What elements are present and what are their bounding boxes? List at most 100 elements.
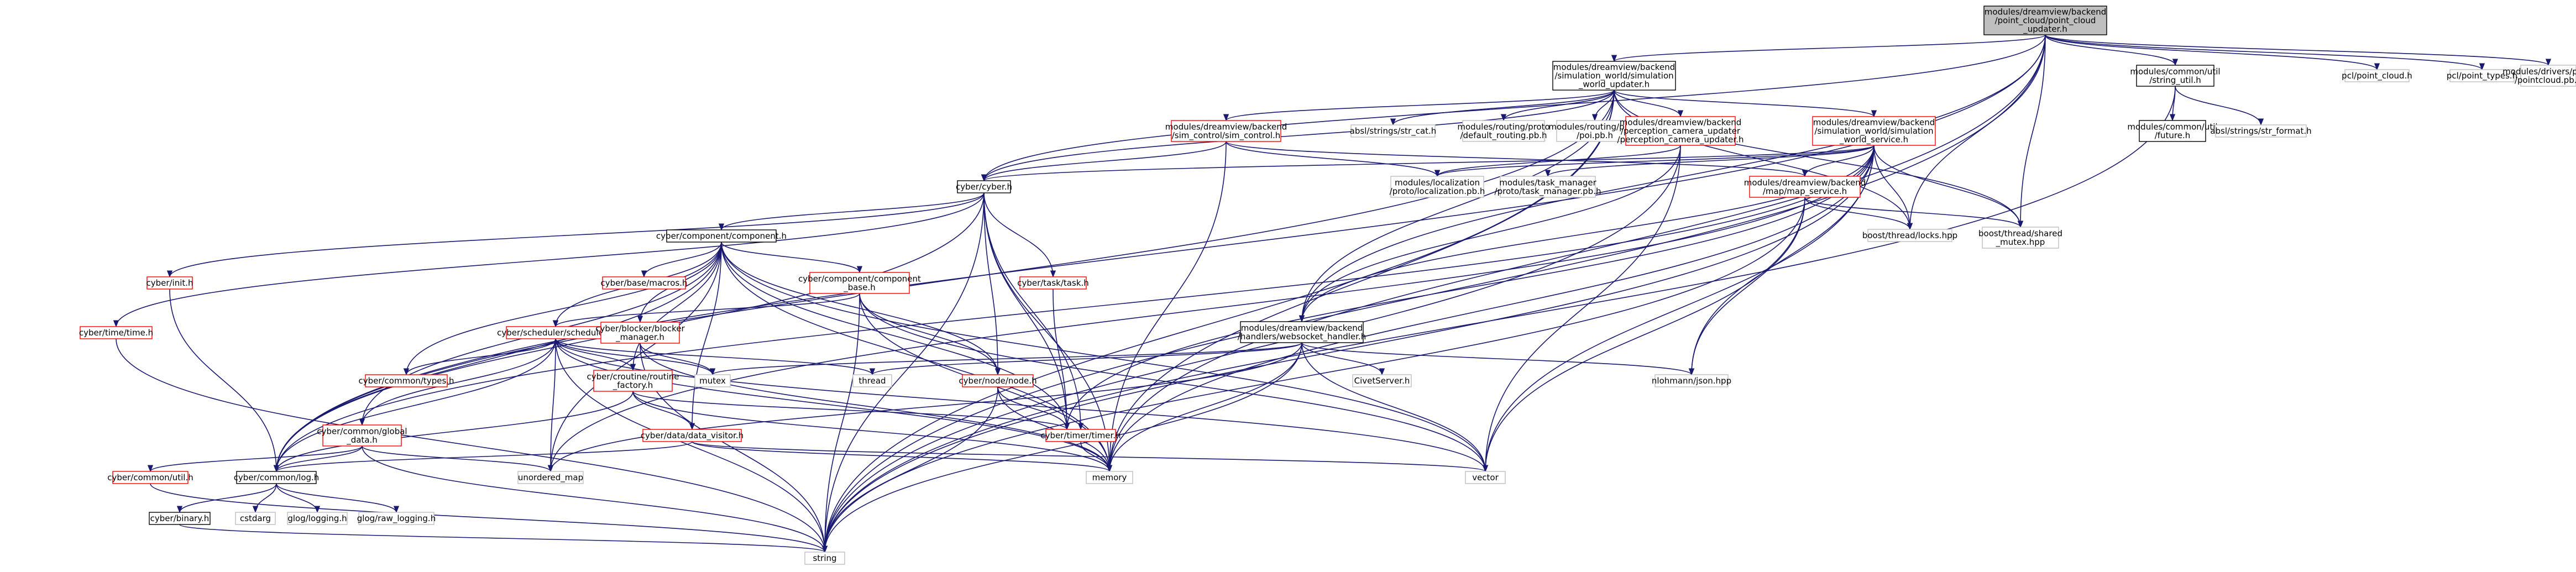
graph-node-string[interactable]: string [804, 552, 845, 565]
include-edge-wsvc-to-locpb [1434, 145, 1875, 177]
graph-node-thread[interactable]: thread [852, 374, 892, 387]
include-edge-wsu-to-wsvc [1614, 90, 1877, 118]
graph-node-routine[interactable]: cyber/croutine/routine_factory.h [587, 370, 679, 392]
include-edge-log-to-cstdarg [252, 483, 277, 513]
include-edge-root-to-locks [1907, 34, 2046, 230]
node-label: pcl/point_cloud.h [2342, 71, 2412, 81]
graph-node-glog[interactable]: glog/logging.h [287, 512, 348, 525]
graph-node-camupd[interactable]: modules/dreamview/backend/perception_cam… [1617, 116, 1744, 146]
node-box [112, 471, 189, 484]
node-box [642, 429, 742, 442]
graph-node-sharedmtx[interactable]: boost/thread/shared_mutex.hpp [1978, 227, 2062, 249]
graph-node-visitor[interactable]: cyber/data/data_visitor.h [641, 429, 744, 442]
node-label: cyber/init.h [146, 278, 193, 288]
graph-node-global[interactable]: cyber/common/global_data.h [317, 424, 407, 447]
node-label: glog/logging.h [287, 513, 347, 523]
node-box [600, 322, 680, 344]
graph-node-blocker[interactable]: cyber/blocker/blocker_manager.h [595, 322, 685, 344]
graph-node-strcat[interactable]: absl/strings/str_cat.h [1350, 124, 1437, 138]
node-label: modules/dreamview/backend [1813, 118, 1935, 128]
graph-node-macros[interactable]: cyber/base/macros.h [600, 276, 688, 290]
graph-node-memory[interactable]: memory [1086, 471, 1133, 484]
graph-node-glograw[interactable]: glog/raw_logging.h [357, 512, 436, 525]
node-label: cyber/node/node.h [959, 376, 1036, 386]
graph-node-strutil[interactable]: modules/common/util/string_util.h [2130, 65, 2221, 87]
include-edge-strutil-to-strformat [2175, 86, 2264, 126]
include-edge-wshandler-to-civet [1301, 342, 1385, 376]
include-edge-init-to-log [169, 288, 280, 473]
graph-node-json[interactable]: nlohmann/json.hpp [1652, 374, 1731, 387]
include-edge-wsvc-to-sharedmtx [1873, 145, 2024, 228]
graph-node-timeh[interactable]: cyber/time/time.h [79, 326, 153, 339]
node-label: modules/routing/proto [1548, 122, 1641, 132]
include-edge-task-to-utility [1053, 288, 1070, 431]
graph-node-future[interactable]: modules/common/util/future.h [2127, 120, 2218, 142]
graph-node-wsu[interactable]: modules/dreamview/backend/simulation_wor… [1552, 61, 1676, 91]
node-box [1552, 61, 1676, 91]
graph-node-defroute[interactable]: modules/routing/proto/default_routing.pb… [1457, 120, 1550, 142]
include-edge-wsu-to-defroute [1500, 90, 1615, 122]
node-label: /poi.pb.h [1577, 130, 1613, 140]
node-box [602, 276, 686, 290]
include-edge-cyber-to-task [983, 192, 1056, 278]
graph-node-mapsvc[interactable]: modules/dreamview/backend/map/map_servic… [1744, 176, 1866, 198]
node-label: modules/task_manager [1499, 177, 1596, 188]
node-box [517, 471, 584, 484]
include-edge-component-to-compbase [721, 242, 863, 274]
include-edge-timer-to-memory [1080, 441, 1113, 473]
graph-node-strformat[interactable]: absl/strings/str_format.h [2210, 124, 2312, 138]
graph-node-pclpt[interactable]: pcl/point_types.h [2447, 69, 2517, 82]
graph-node-wshandler[interactable]: modules/dreamview/backend/handlers/webso… [1238, 321, 1366, 343]
node-box [1350, 124, 1436, 138]
graph-node-simctl[interactable]: modules/dreamview/backend/sim_control/si… [1165, 120, 1287, 142]
graph-node-log[interactable]: cyber/common/log.h [234, 471, 320, 484]
node-label: absl/strings/str_format.h [2210, 126, 2311, 137]
graph-node-cyber[interactable]: cyber/cyber.h [956, 180, 1012, 193]
node-label: cyber/common/util.h [107, 473, 193, 482]
graph-node-civet[interactable]: CivetServer.h [1352, 374, 1412, 387]
graph-node-poi[interactable]: modules/routing/proto/poi.pb.h [1548, 120, 1641, 142]
include-edge-wsvc-to-taskpb [1545, 145, 1875, 177]
graph-node-locpb[interactable]: modules/localization/proto/localization.… [1390, 176, 1485, 198]
include-edge-wsvc-to-utility [1064, 145, 1875, 431]
graph-node-binary[interactable]: cyber/binary.h [149, 512, 211, 525]
include-edge-wsvc-to-umap [547, 145, 1875, 473]
node-label: modules/localization [1395, 177, 1480, 187]
include-edge-mapsvc-to-json [1688, 197, 1805, 376]
graph-node-pcpb[interactable]: modules/drivers/proto/pointcloud.pb.h [2502, 65, 2576, 87]
graph-node-init[interactable]: cyber/init.h [146, 276, 193, 290]
graph-node-node[interactable]: cyber/node/node.h [959, 374, 1037, 387]
node-box [1462, 120, 1545, 142]
include-edge-wsu-to-locks [1614, 90, 1913, 230]
include-edge-global-to-commonutil [148, 445, 363, 473]
graph-node-timer[interactable]: cyber/timer/timer.h [1040, 429, 1121, 442]
node-box [235, 512, 276, 525]
graph-node-wsvc[interactable]: modules/dreamview/backend/simulation_wor… [1812, 116, 1936, 146]
node-box [1171, 120, 1281, 142]
node-label: cyber/cyber.h [956, 182, 1012, 192]
node-label: boost/thread/locks.hpp [1862, 230, 1957, 240]
graph-node-mutex[interactable]: mutex [694, 374, 731, 387]
include-edge-wshandler-to-json [1301, 342, 1694, 376]
graph-node-taskpb[interactable]: modules/task_manager/proto/task_manager.… [1495, 176, 1601, 198]
graph-node-scheduler[interactable]: cyber/scheduler/scheduler.h [497, 326, 614, 339]
node-label: /proto/localization.pb.h [1390, 186, 1485, 196]
node-label: modules/common/util [2127, 122, 2217, 132]
include-edge-wsu-to-memory [1106, 90, 1615, 473]
include-edge-log-to-glog [276, 483, 321, 513]
graph-node-pclpc[interactable]: pcl/point_cloud.h [2342, 69, 2412, 82]
graph-node-vector[interactable]: vector [1465, 471, 1506, 484]
graph-node-component[interactable]: cyber/component/component.h [656, 229, 787, 243]
graph-node-compbase[interactable]: cyber/component/component_base.h [798, 272, 921, 294]
graph-node-task[interactable]: cyber/task/task.h [1017, 276, 1089, 290]
graph-node-commonutil[interactable]: cyber/common/util.h [107, 471, 193, 484]
graph-node-types[interactable]: cyber/common/types.h [358, 374, 454, 387]
node-box [1500, 176, 1596, 198]
graph-node-locks[interactable]: boost/thread/locks.hpp [1862, 229, 1957, 242]
node-label: cyber/data/data_visitor.h [641, 431, 744, 441]
include-edge-wsvc-to-memory [1106, 145, 1875, 473]
node-box [2139, 120, 2206, 142]
graph-node-cstdarg[interactable]: cstdarg [235, 512, 276, 525]
graph-node-root[interactable]: modules/dreamview/backend/point_cloud/po… [1983, 6, 2107, 35]
graph-node-umap[interactable]: unordered_map [517, 471, 584, 484]
